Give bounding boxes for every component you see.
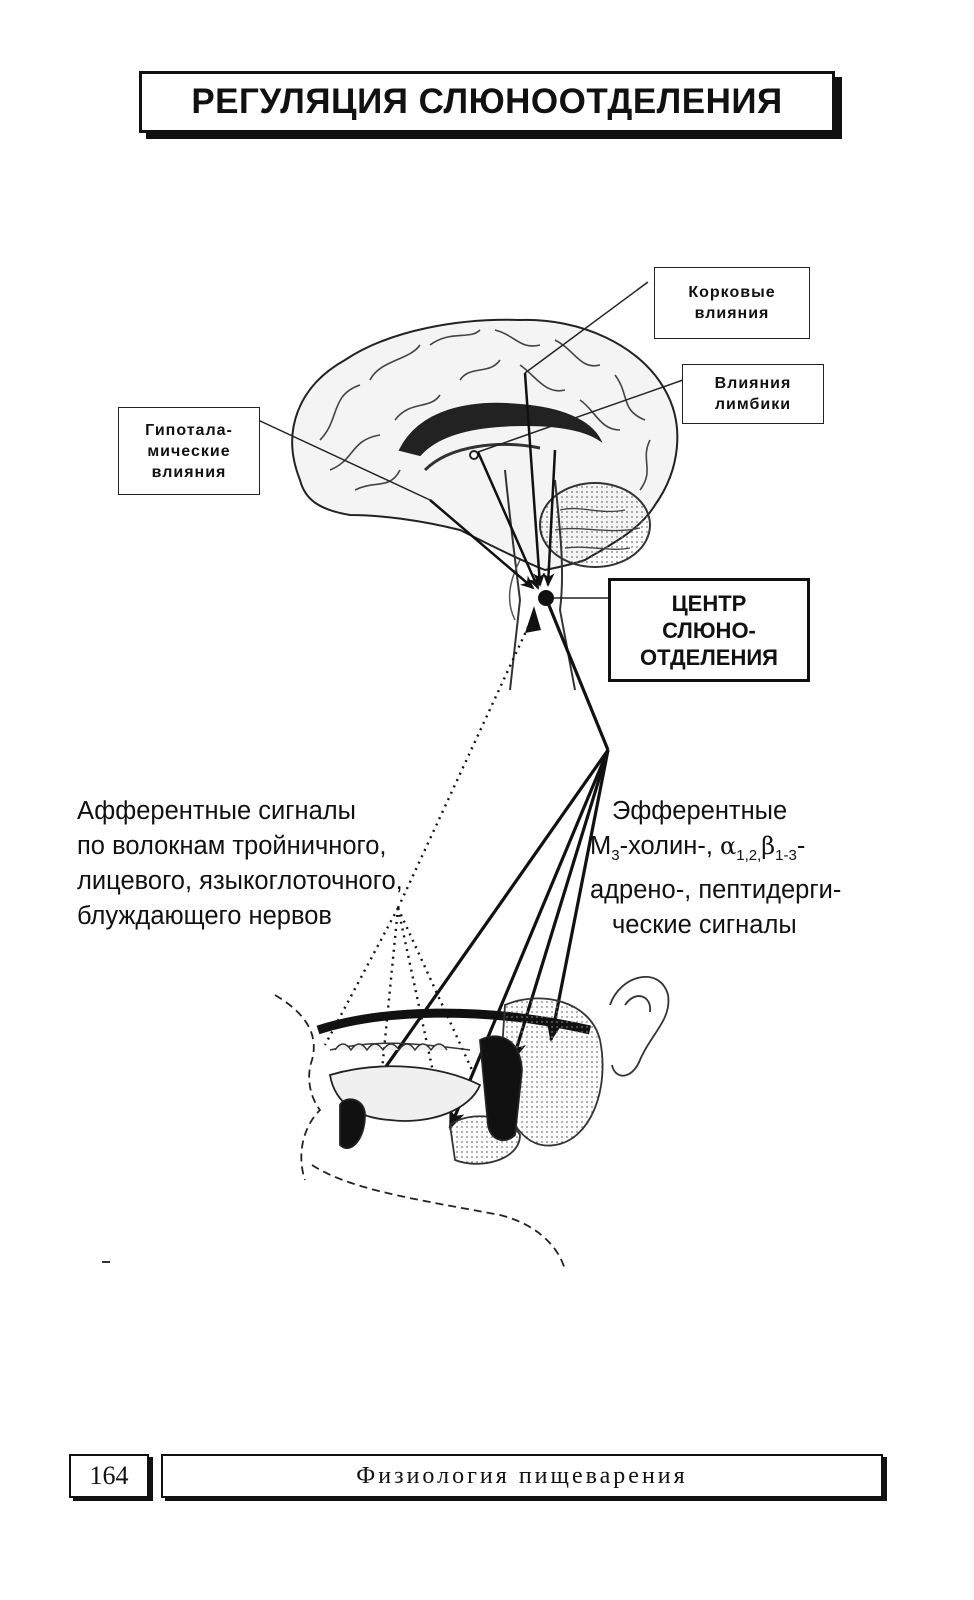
pointer-lines	[257, 281, 684, 599]
cortical-influences-label: Корковые влияния	[654, 267, 810, 339]
head-illustration	[274, 976, 670, 1271]
afferent-line: по волокнам тройничного,	[77, 832, 387, 860]
hypothalamic-influences-label: Гипотала- мические влияния	[118, 407, 260, 495]
efferent-line: адрено-, пептидерги-	[590, 876, 842, 905]
brain-illustration	[291, 318, 679, 691]
afferent-pathway	[323, 611, 537, 1096]
running-footer-title: Физиология пищеварения	[161, 1454, 883, 1498]
afferent-arrowhead	[525, 606, 541, 633]
efferent-line: ческие сигналы	[612, 911, 797, 940]
efferent-line: Эфферентные	[612, 797, 788, 825]
limbic-influences-label: Влияния лимбики	[682, 364, 824, 424]
afferent-line: блуждающего нервов	[77, 902, 332, 930]
descending-pathways	[429, 372, 557, 590]
page-number: 164	[69, 1454, 149, 1498]
afferent-line: Афферентные сигналы	[77, 797, 357, 825]
afferent-signals-text: Афферентные сигналы по волокнам тройничн…	[77, 794, 403, 934]
title-box: РЕГУЛЯЦИЯ СЛЮНООТДЕЛЕНИЯ	[139, 71, 835, 133]
afferent-line: лицевого, языкоглоточного,	[77, 867, 403, 895]
page-title: РЕГУЛЯЦИЯ СЛЮНООТДЕЛЕНИЯ	[191, 82, 783, 121]
efferent-signals-text: Эфферентные М3-холин-, α1,2,β1-3- адрено…	[590, 794, 841, 943]
efferent-line: М3-холин-, α1,2,β1-3-	[590, 832, 806, 865]
salivary-center-label: ЦЕНТР СЛЮНО- ОТДЕЛЕНИЯ	[608, 578, 810, 682]
